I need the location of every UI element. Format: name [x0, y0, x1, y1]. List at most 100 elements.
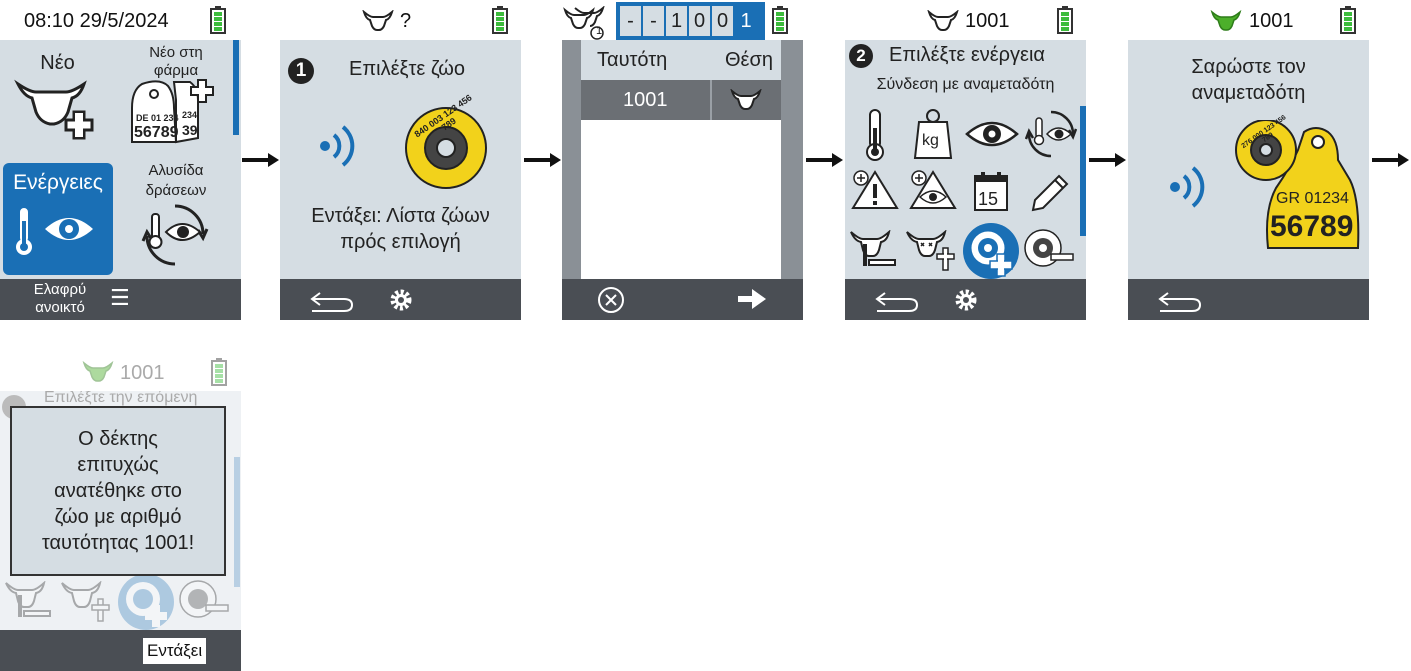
column-header-position: Θέση — [725, 49, 773, 71]
scan-title-1: Σαρώστε τον — [1191, 56, 1306, 78]
main-menu-screen: Νέο Νέο στη φάρμα DE 01 234 56789 234 — [0, 40, 241, 320]
arrow-right-icon[interactable] — [737, 288, 767, 310]
back-icon[interactable] — [873, 287, 921, 313]
softkey-left-label-2[interactable]: ανοικτό — [35, 299, 85, 316]
step-subtitle: Σύνδεση με αναμεταδότη — [876, 76, 1055, 93]
battery-icon — [1340, 6, 1356, 34]
observation-add-icon[interactable] — [909, 168, 957, 210]
chain-label-2: δράσεων — [145, 182, 207, 199]
scrollbar — [234, 457, 240, 587]
step-title: Επιλέξτε ενέργεια — [889, 44, 1045, 66]
dialog-line-5: ταυτότητας 1001! — [41, 532, 195, 554]
rfid-signal-icon — [320, 125, 355, 167]
id-digit[interactable]: - — [620, 6, 641, 36]
actions-label: Ενέργειες — [13, 171, 103, 194]
bottom-bar — [562, 279, 803, 320]
assign-transponder-icon[interactable] — [961, 222, 1021, 280]
remove-transponder-icon[interactable] — [1023, 226, 1075, 270]
new-on-farm-label-2: φάρμα — [153, 62, 199, 79]
tag-side-text-1: 234 — [182, 110, 198, 120]
background-title: Επιλέξτε την επόμενη — [44, 391, 198, 406]
id-digit[interactable]: - — [643, 6, 664, 36]
chain-label-1: Αλυσίδα — [148, 162, 204, 179]
hint-line-1: Εντάξει: Λίστα ζώων — [311, 205, 490, 227]
step-badge: 2 — [849, 44, 873, 68]
rfid-disc-icon — [405, 107, 487, 189]
menu-icon[interactable]: ☰ — [110, 285, 130, 310]
id-digit[interactable]: 0 — [689, 6, 710, 36]
calendar-icon[interactable] — [973, 170, 1009, 212]
scrollbar[interactable] — [1080, 106, 1086, 236]
flow-arrow-icon — [806, 153, 843, 167]
herd-count: 1 — [595, 25, 603, 37]
ok-button[interactable]: Εντάξει — [143, 638, 207, 664]
actions-tile[interactable]: Ενέργειες — [3, 163, 113, 275]
eye-icon[interactable] — [965, 118, 1019, 150]
flow-arrow-icon — [1089, 153, 1126, 167]
action-chain-icon[interactable] — [1025, 108, 1077, 160]
bottom-bar: Εντάξει — [0, 630, 241, 671]
scrollbar[interactable] — [233, 40, 239, 135]
header-animal: ? — [400, 10, 412, 32]
success-dialog: Ο δέκτης επιτυχώς ανατέθηκε στο ζώο με α… — [10, 406, 226, 576]
column-divider — [710, 80, 712, 120]
herd-icon — [563, 6, 605, 40]
transponder-tag-icon — [1235, 120, 1360, 249]
scan-transponder-screen: Σαρώστε τον αναμεταδότη 276 000 123 456 … — [1128, 40, 1369, 320]
select-animal-screen: 1 Επιλέξτε ζώο 840 003 123 456 789 Εντάξ… — [280, 40, 521, 320]
flow-arrow-icon — [524, 153, 561, 167]
id-entry-field[interactable]: - - 1 0 0 1 — [616, 2, 765, 42]
column-header-id: Ταυτότη — [597, 49, 668, 71]
rfid-signal-icon — [1170, 166, 1205, 208]
list-header: Ταυτότη Θέση — [581, 40, 781, 80]
calendar-day: 15 — [978, 189, 999, 209]
dialog-line-3: ανατέθηκε στο — [54, 480, 182, 502]
flow-arrow-icon — [1372, 153, 1409, 167]
battery-icon — [492, 6, 508, 34]
back-icon[interactable] — [1156, 287, 1204, 313]
gear-icon[interactable] — [388, 287, 414, 313]
flow-arrow-icon — [242, 153, 279, 167]
cow-icon — [927, 10, 959, 31]
new-label: Νέο — [40, 52, 75, 74]
cow-death-icon — [61, 581, 110, 622]
thermometer-icon[interactable] — [863, 108, 887, 162]
softkey-left-label-1[interactable]: Ελαφρύ — [33, 281, 87, 298]
id-digit[interactable]: 0 — [712, 6, 733, 36]
animal-list-screen: Ταυτότη Θέση 1001 — [562, 40, 803, 320]
bottom-bar — [280, 279, 521, 320]
thermometer-eye-icon — [16, 206, 93, 255]
id-digit[interactable]: 1 — [666, 6, 687, 36]
cow-remove-icon — [5, 581, 51, 617]
dialog-line-4: ζώο με αριθμό — [54, 506, 182, 528]
step-badge: 1 — [288, 58, 314, 84]
cow-green-icon — [1210, 10, 1242, 31]
dialog-line-2: επιτυχώς — [77, 454, 159, 476]
id-digit-active[interactable]: 1 — [735, 6, 757, 36]
tag-top-text: GR 01234 — [1276, 190, 1349, 207]
animal-list: Ταυτότη Θέση 1001 — [581, 40, 781, 280]
cow-green-icon — [82, 361, 114, 382]
cow-icon — [730, 89, 762, 110]
row-animal-id: 1001 — [623, 89, 668, 111]
battery-icon — [210, 6, 226, 34]
step-title: Επιλέξτε ζώο — [349, 58, 466, 80]
cancel-icon[interactable] — [597, 286, 625, 314]
bottom-bar: Ελαφρύ ανοικτό ☰ — [0, 279, 241, 320]
header-animal-id: 1001 — [965, 10, 1010, 32]
cow-remove-icon[interactable] — [849, 230, 899, 272]
weight-unit: kg — [922, 132, 939, 149]
bottom-bar — [1128, 279, 1369, 320]
table-row[interactable]: 1001 — [581, 80, 781, 120]
datetime: 08:10 29/5/2024 — [24, 10, 169, 32]
battery-icon — [211, 358, 227, 386]
select-action-screen: 2 Επιλέξτε ενέργεια Σύνδεση με αναμεταδό… — [845, 40, 1086, 320]
cow-death-icon[interactable] — [905, 230, 961, 272]
warning-add-icon[interactable] — [851, 168, 899, 210]
pencil-icon[interactable] — [1029, 172, 1071, 212]
weight-icon[interactable] — [913, 108, 953, 160]
header-animal-id: 1001 — [120, 362, 165, 384]
back-icon[interactable] — [308, 287, 356, 313]
gear-icon[interactable] — [953, 287, 979, 313]
hint-line-2: πρός επιλογή — [340, 231, 461, 253]
